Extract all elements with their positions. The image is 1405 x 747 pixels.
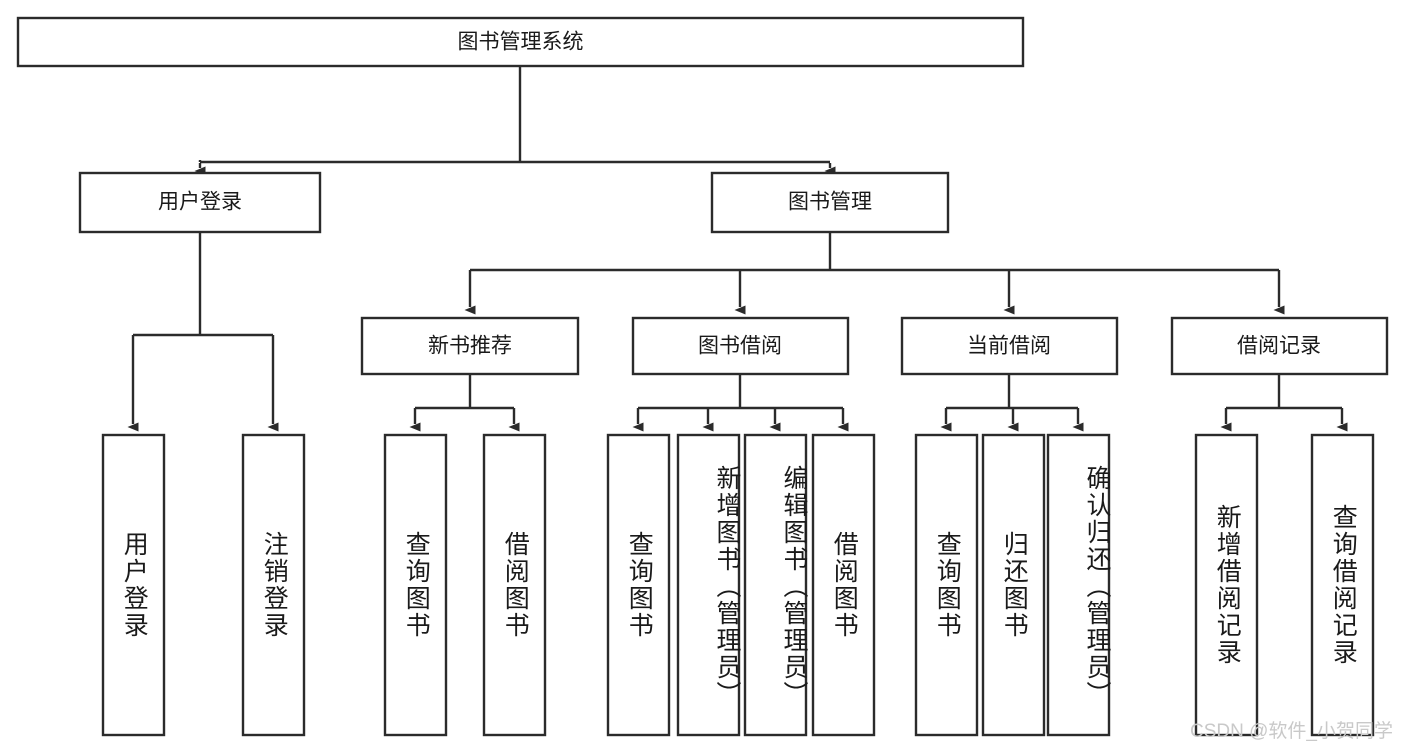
leaf-edit-book-admin-rect[interactable] bbox=[743, 433, 808, 737]
leaf-user-login-rect[interactable] bbox=[101, 433, 166, 737]
connector-group-book-manage bbox=[464, 232, 1285, 315]
node-book-manage-rect[interactable] bbox=[710, 171, 950, 234]
connector-group-user-login bbox=[127, 232, 279, 432]
node-new-book-recommend-label: 新书推荐 bbox=[428, 335, 512, 358]
connector-group-current-borrow bbox=[940, 374, 1084, 432]
leaf-borrow-book-rect[interactable] bbox=[811, 433, 876, 737]
connector-group-root bbox=[194, 66, 836, 176]
leaf-query-book-current-rect[interactable] bbox=[914, 433, 979, 737]
leaf-confirm-return-admin-rect[interactable] bbox=[1046, 433, 1111, 737]
csdn-watermark: CSDN @软件_小贺同学 bbox=[1190, 721, 1393, 742]
node-user-login[interactable]: 用户登录 bbox=[78, 171, 322, 234]
node-current-borrow-rect[interactable] bbox=[900, 316, 1119, 376]
leaf-query-book-recommend-rect[interactable] bbox=[383, 433, 448, 737]
leaf-add-borrow-record-rect[interactable] bbox=[1194, 433, 1259, 737]
node-user-login-label: 用户登录 bbox=[158, 191, 242, 214]
leaf-add-book-admin-rect[interactable] bbox=[676, 433, 741, 737]
node-current-borrow-label: 当前借阅 bbox=[967, 335, 1051, 358]
node-new-book-recommend-rect[interactable] bbox=[360, 316, 580, 376]
node-current-borrow[interactable]: 当前借阅 bbox=[900, 316, 1119, 376]
leaf-query-book-borrow-rect[interactable] bbox=[606, 433, 671, 737]
leaf-borrow-book-recommend-rect[interactable] bbox=[482, 433, 547, 737]
leaf-return-book-rect[interactable] bbox=[981, 433, 1046, 737]
node-borrow-record-label: 借阅记录 bbox=[1237, 335, 1321, 358]
node-book-borrow[interactable]: 图书借阅 bbox=[631, 316, 850, 376]
connector-group-borrow-record bbox=[1220, 374, 1348, 432]
node-root[interactable]: 图书管理系统 bbox=[16, 16, 1025, 68]
leaf-query-borrow-record-rect[interactable] bbox=[1310, 433, 1375, 737]
node-book-borrow-label: 图书借阅 bbox=[698, 335, 782, 358]
node-root-rect[interactable] bbox=[16, 16, 1025, 68]
node-root-label: 图书管理系统 bbox=[458, 31, 584, 54]
connector-group-book-borrow bbox=[632, 374, 849, 432]
node-book-borrow-rect[interactable] bbox=[631, 316, 850, 376]
node-book-manage[interactable]: 图书管理 bbox=[710, 171, 950, 234]
node-borrow-record-rect[interactable] bbox=[1170, 316, 1389, 376]
connector-group-new-book-recommend bbox=[409, 374, 520, 432]
leaf-user-logout-rect[interactable] bbox=[241, 433, 306, 737]
node-borrow-record[interactable]: 借阅记录 bbox=[1170, 316, 1389, 376]
node-user-login-rect[interactable] bbox=[78, 171, 322, 234]
node-book-manage-label: 图书管理 bbox=[788, 191, 872, 214]
node-new-book-recommend[interactable]: 新书推荐 bbox=[360, 316, 580, 376]
